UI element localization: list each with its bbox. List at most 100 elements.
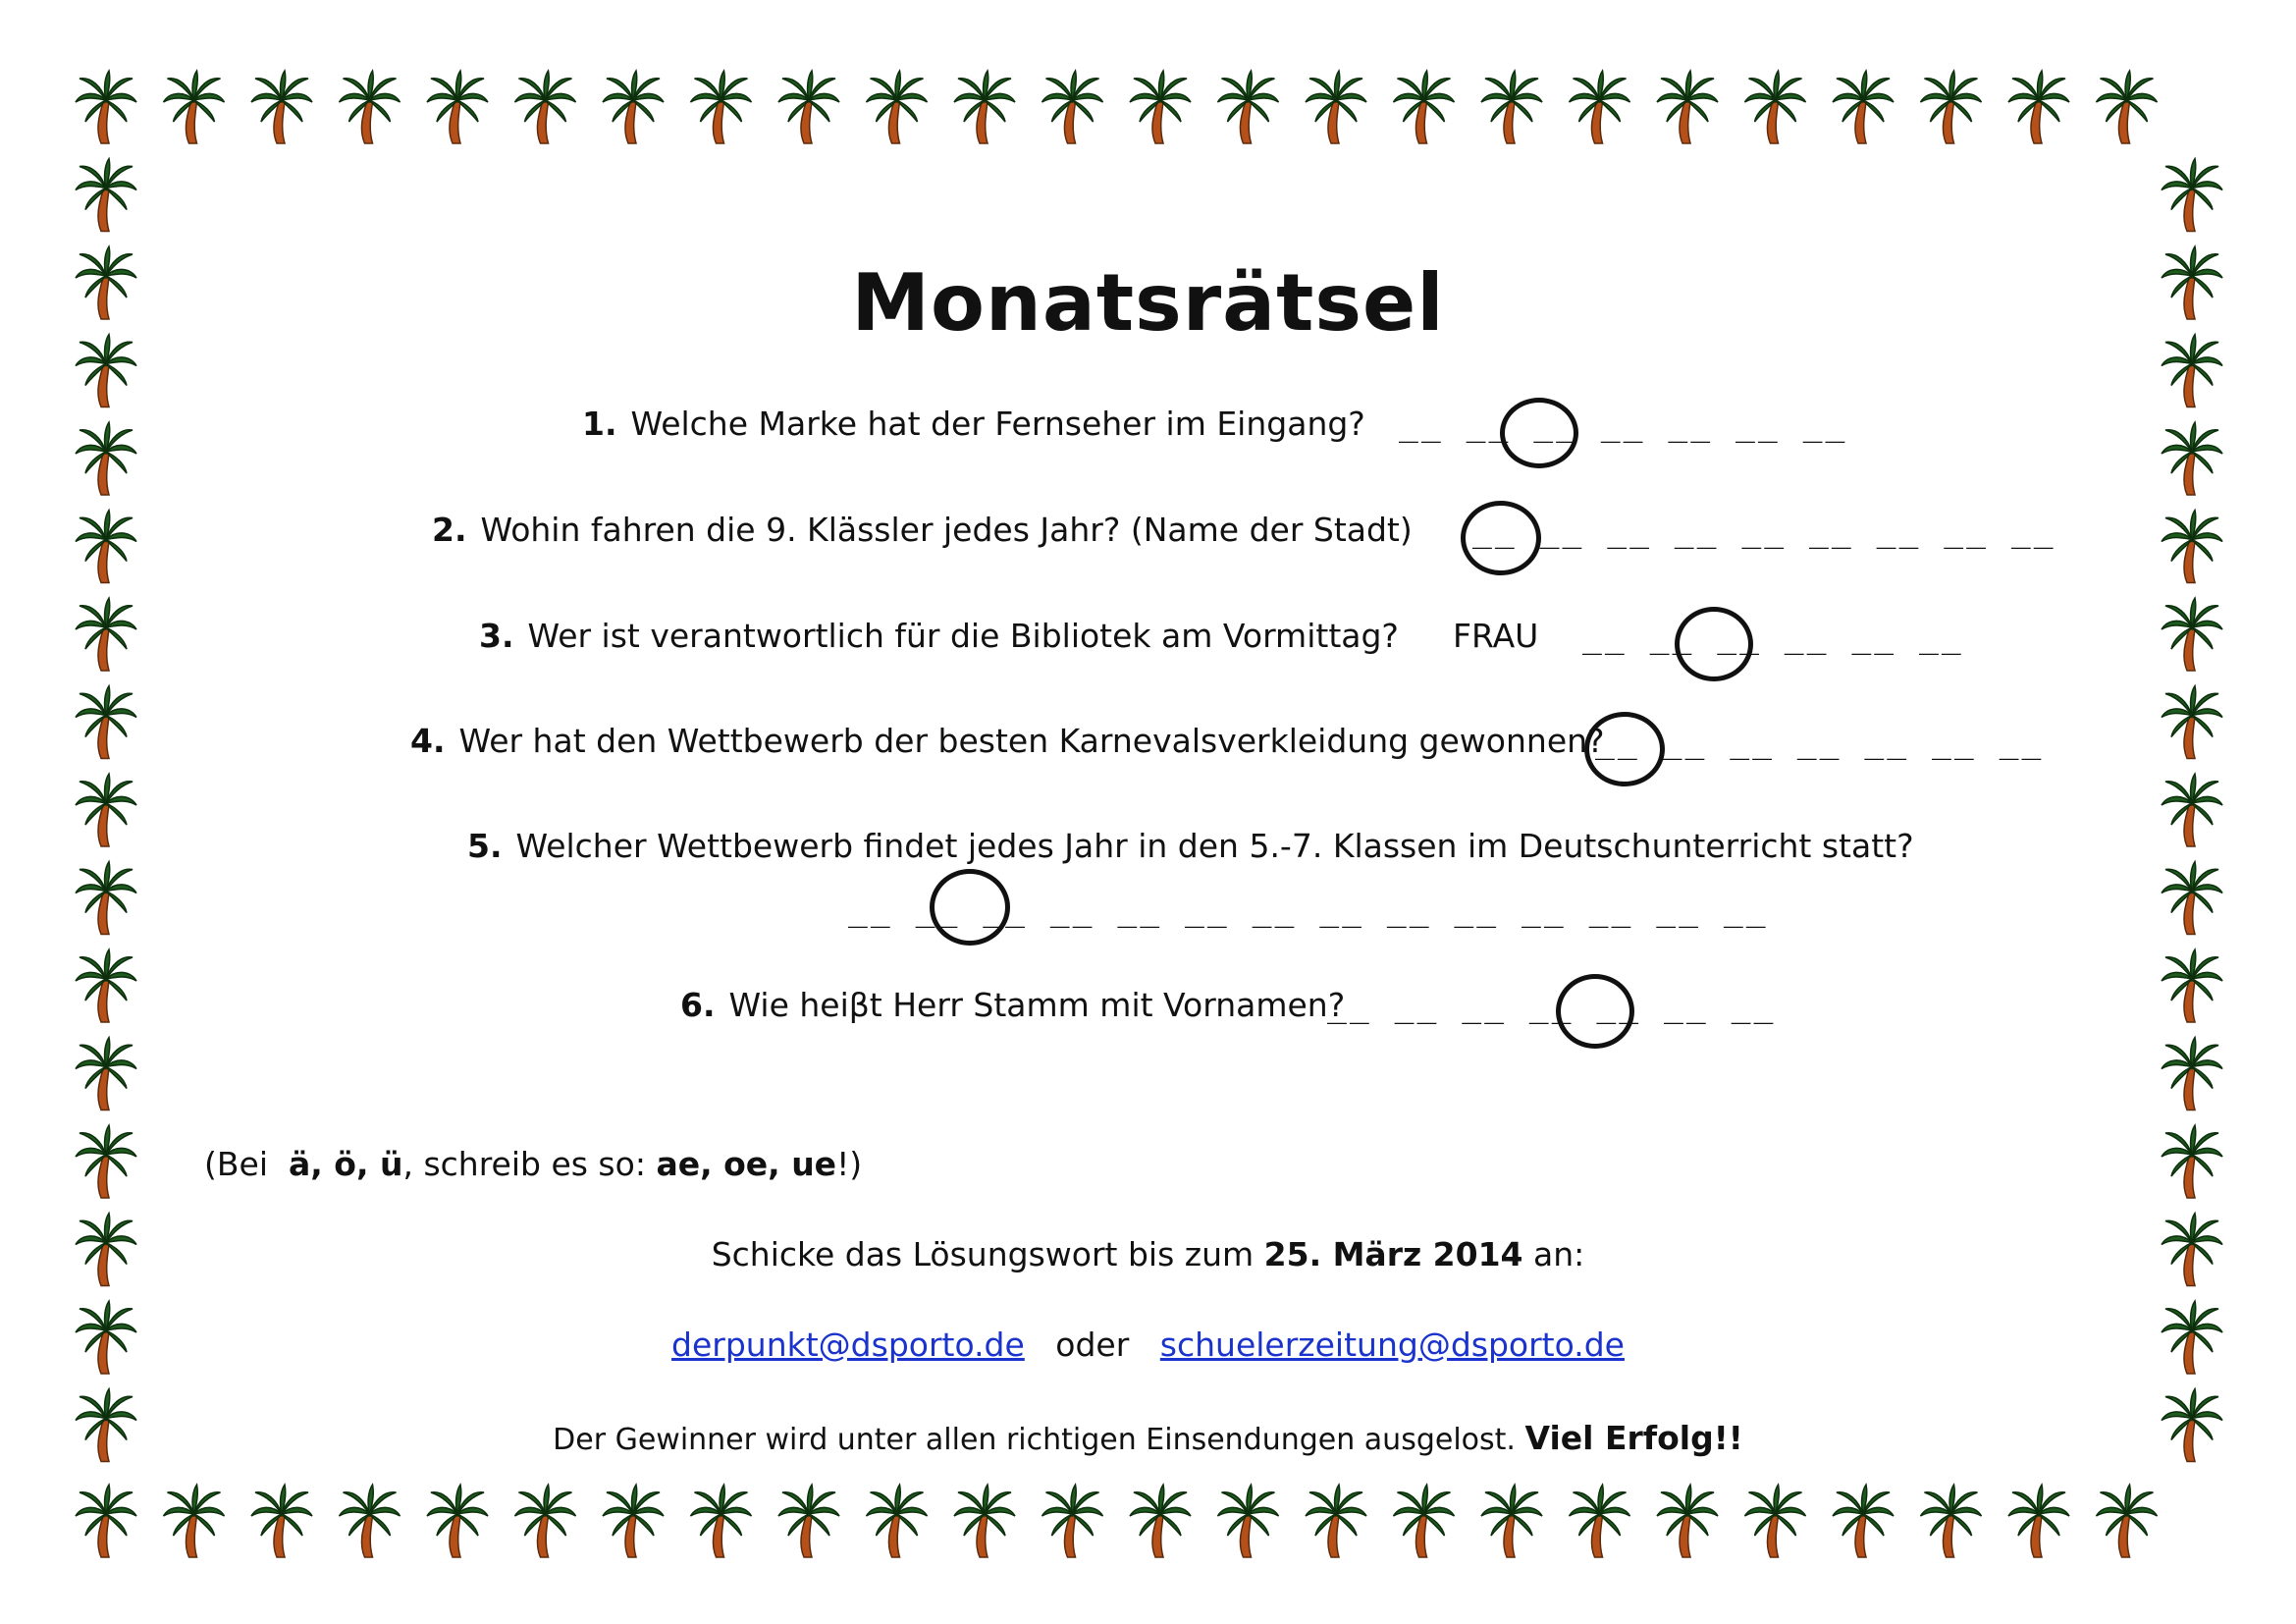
palm-tree-icon xyxy=(1656,70,1719,144)
palm-tree-icon xyxy=(1305,70,1367,144)
palm-tree-icon xyxy=(2161,860,2223,936)
question-number: 3. xyxy=(479,617,514,655)
email-link-derpunkt[interactable]: derpunkt@dsporto.de xyxy=(671,1326,1025,1364)
palm-tree-icon xyxy=(2161,773,2223,847)
palm-tree-icon xyxy=(1480,1484,1543,1558)
question-number: 4. xyxy=(410,722,446,760)
question-2: 2.Wohin fahren die 9. Klässler jedes Jah… xyxy=(432,511,1413,549)
email-line: derpunkt@dsporto.de oder schuelerzeitung… xyxy=(671,1326,1625,1364)
question-text: Wohin fahren die 9. Klässler jedes Jahr?… xyxy=(480,511,1413,549)
palm-tree-icon xyxy=(1743,70,1807,144)
palm-tree-icon xyxy=(75,1036,137,1111)
palm-tree-icon xyxy=(1129,1484,1192,1558)
palm-tree-icon xyxy=(75,773,137,847)
palm-tree-icon xyxy=(953,70,1016,144)
question-5: 5. Welcher Wettbewerb findet jedes Jahr i… xyxy=(467,827,1914,865)
solution-letter-circle-6 xyxy=(1556,974,1634,1049)
palm-tree-icon xyxy=(1568,1484,1631,1558)
palm-tree-icon xyxy=(2095,70,2159,144)
palm-tree-icon xyxy=(1656,1484,1719,1558)
palm-tree-icon xyxy=(2161,1124,2223,1199)
email-link-schuelerzeitung[interactable]: schuelerzeitung@dsporto.de xyxy=(1159,1326,1625,1364)
palm-tree-icon xyxy=(1129,70,1192,144)
answer-blanks-2[interactable]: __ __ __ __ __ __ __ __ __ xyxy=(1472,511,2056,549)
question-number: 5. xyxy=(467,827,503,865)
palm-tree-icon xyxy=(1568,70,1631,144)
palm-tree-icon xyxy=(75,860,137,936)
question-number: 6. xyxy=(680,986,716,1024)
question-number: 1. xyxy=(582,405,617,443)
palm-tree-icon xyxy=(513,1484,577,1558)
palm-tree-icon xyxy=(1832,70,1895,144)
palm-tree-icon xyxy=(777,70,840,144)
answer-blanks-4[interactable]: __ __ __ __ __ __ __ xyxy=(1595,722,2045,760)
palm-tree-icon xyxy=(75,421,137,496)
palm-tree-icon xyxy=(75,684,137,760)
send-instruction: Schicke das Lösungswort bis zum 25. März… xyxy=(711,1235,1585,1273)
palm-tree-icon xyxy=(75,509,137,584)
palm-tree-icon xyxy=(1832,1484,1895,1558)
palm-tree-icon xyxy=(426,1484,489,1558)
palm-tree-icon xyxy=(2007,1484,2070,1558)
palm-tree-icon xyxy=(1041,1484,1104,1558)
closing-line: Der Gewinner wird unter allen richtigen … xyxy=(553,1419,1743,1457)
palm-tree-icon xyxy=(953,1484,1016,1558)
palm-tree-icon xyxy=(2161,1036,2223,1111)
palm-tree-icon xyxy=(1392,1484,1456,1558)
palm-tree-icon xyxy=(338,70,401,144)
palm-tree-icon xyxy=(2007,70,2070,144)
palm-tree-icon xyxy=(865,70,929,144)
palm-tree-icon xyxy=(689,70,753,144)
palm-tree-icon xyxy=(1041,70,1104,144)
palm-tree-icon xyxy=(2161,509,2223,584)
umlaut-hint: (Bei ä, ö, ü, schreib es so: ae, oe, ue!… xyxy=(204,1145,863,1183)
question-text: Welche Marke hat der Fernseher im Eingan… xyxy=(630,405,1365,443)
palm-tree-icon xyxy=(2161,684,2223,760)
solution-letter-circle-1 xyxy=(1500,398,1578,468)
palm-tree-icon xyxy=(162,70,226,144)
palm-tree-icon xyxy=(1305,1484,1367,1558)
palm-tree-icon xyxy=(75,157,137,233)
palm-tree-icon xyxy=(1919,1484,1983,1558)
palm-tree-icon xyxy=(75,1124,137,1199)
question-text: Welcher Wettbewerb findet jedes Jahr in … xyxy=(515,827,1914,865)
palm-tree-icon xyxy=(2161,948,2223,1023)
palm-tree-icon xyxy=(1216,70,1280,144)
palm-tree-icon xyxy=(1919,70,1983,144)
palm-tree-icon xyxy=(2161,597,2223,672)
palm-tree-icon xyxy=(338,1484,401,1558)
question-4: 4. Wer hat den Wettbewerb der besten Karn… xyxy=(410,722,1605,760)
page-title: Monatsrätsel xyxy=(851,257,1445,349)
palm-tree-icon xyxy=(602,70,665,144)
answer-prefix-3: FRAU xyxy=(1453,617,1539,655)
solution-letter-circle-3 xyxy=(1675,607,1753,681)
question-3: 3. Wer ist verantwortlich für die Bibliot… xyxy=(479,617,1399,655)
question-1: 1. Welche Marke hat der Fernseher im Eing… xyxy=(582,405,1365,443)
palm-tree-icon xyxy=(250,70,313,144)
question-text: Wer hat den Wettbewerb der besten Karnev… xyxy=(458,722,1605,760)
answer-blanks-1[interactable]: __ __ __ __ __ __ __ xyxy=(1399,405,1848,443)
palm-tree-icon xyxy=(1216,1484,1280,1558)
palm-tree-icon xyxy=(426,70,489,144)
palm-tree-icon xyxy=(75,70,137,144)
palm-tree-icon xyxy=(75,1484,137,1558)
answer-blanks-3[interactable]: __ __ __ __ __ __ xyxy=(1582,617,1964,655)
palm-tree-icon xyxy=(2161,157,2223,233)
palm-tree-icon xyxy=(865,1484,929,1558)
palm-tree-icon xyxy=(602,1484,665,1558)
palm-tree-icon xyxy=(1743,1484,1807,1558)
palm-tree-icon xyxy=(2095,1484,2159,1558)
question-text: Wer ist verantwortlich für die Bibliotek… xyxy=(527,617,1399,655)
palm-tree-icon xyxy=(513,70,577,144)
palm-tree-icon xyxy=(1392,70,1456,144)
solution-letter-circle-2 xyxy=(1461,501,1541,575)
palm-tree-icon xyxy=(1480,70,1543,144)
question-6: 6.Wie heiβt Herr Stamm mit Vornamen? xyxy=(680,986,1345,1024)
palm-tree-icon xyxy=(2161,421,2223,496)
answer-blanks-6[interactable]: __ __ __ __ __ __ __ xyxy=(1327,986,1777,1024)
palm-tree-icon xyxy=(689,1484,753,1558)
palm-tree-icon xyxy=(250,1484,313,1558)
solution-letter-circle-5 xyxy=(930,869,1010,946)
palm-tree-icon xyxy=(75,948,137,1023)
